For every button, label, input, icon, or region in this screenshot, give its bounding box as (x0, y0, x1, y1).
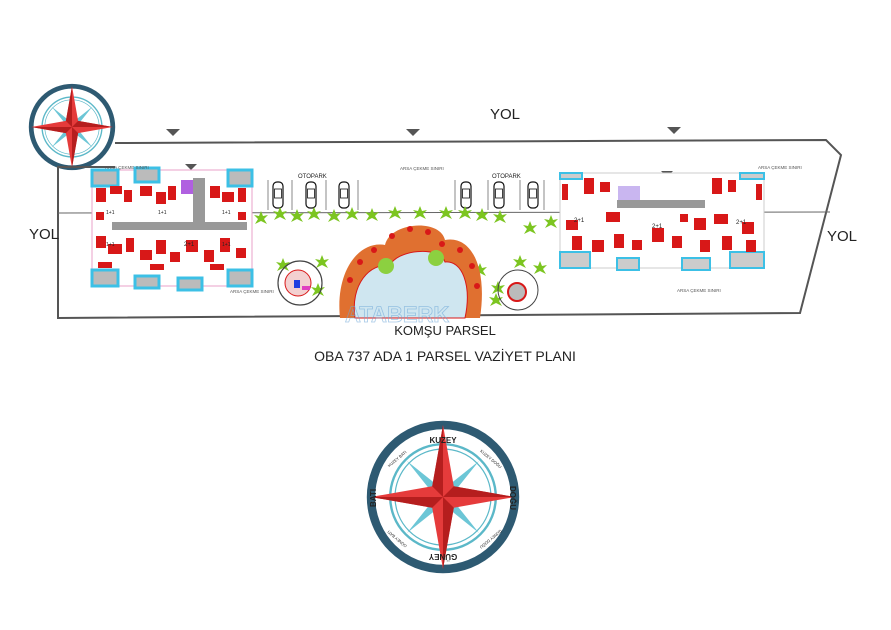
parking-label: OTOPARK (298, 174, 327, 180)
fountain (497, 269, 539, 311)
compass-west-label: BATI (369, 489, 378, 507)
unit-type-label: 2+1 (184, 242, 195, 248)
parking-left: OTOPARK (267, 174, 359, 210)
setback-label: ARSA ÇEKME SINIRI (677, 288, 721, 293)
neighbor-parcel-label: KOMŞU PARSEL (394, 323, 496, 338)
small-compass-icon (31, 86, 113, 168)
unit-type-label: 1+1 (222, 242, 231, 248)
car-icon (460, 181, 472, 209)
compass-south-label: GÜNEY (428, 552, 457, 561)
pool (339, 225, 482, 319)
entrance-marker (166, 129, 180, 136)
compass-rose-icon (371, 425, 515, 569)
entrance-marker (406, 129, 420, 136)
unit-type-label: 2+1 (574, 218, 585, 224)
unit-type-label: 1+1 (222, 210, 231, 216)
parking-label: OTOPARK (492, 174, 521, 180)
unit-type-label: 1+1 (158, 210, 167, 216)
unit-type-label: 1+1 (106, 242, 115, 248)
setback-label: ARSA ÇEKME SINIRI (230, 289, 274, 294)
compass-east-label: DOĞU (508, 486, 517, 510)
unit-type-label: 1+1 (106, 210, 115, 216)
road-label-left: YOL (29, 226, 59, 243)
playground (277, 260, 323, 306)
unit-type-label: 2+1 (652, 224, 663, 230)
setback-label: ARSA ÇEKME SINIRI (758, 165, 802, 170)
entrance-marker (185, 164, 197, 170)
car-icon (493, 181, 505, 209)
car-icon (338, 181, 350, 209)
right-building: 2+1 2+1 2+1 (559, 172, 765, 271)
setback-label: ARSA ÇEKME SINIRI (400, 166, 444, 171)
car-icon (527, 181, 539, 209)
watermark-logo: ATABERK (345, 302, 449, 327)
unit-type-label: 2+1 (736, 220, 747, 226)
compass-north-label: KUZEY (429, 436, 457, 445)
setback-label: ARSA ÇEKME SINIRI (105, 165, 149, 170)
left-building: 1+1 1+1 1+1 1+1 2+1 1+1 (90, 166, 254, 292)
plan-title: OBA 737 ADA 1 PARSEL VAZİYET PLANI (314, 347, 576, 364)
entrance-marker (667, 127, 681, 134)
road-label-top: YOL (490, 106, 520, 123)
car-icon (272, 181, 284, 209)
site-boundary (57, 138, 843, 320)
car-icon (305, 181, 317, 209)
road-label-right: YOL (827, 228, 857, 245)
parking-right: OTOPARK (454, 174, 545, 210)
